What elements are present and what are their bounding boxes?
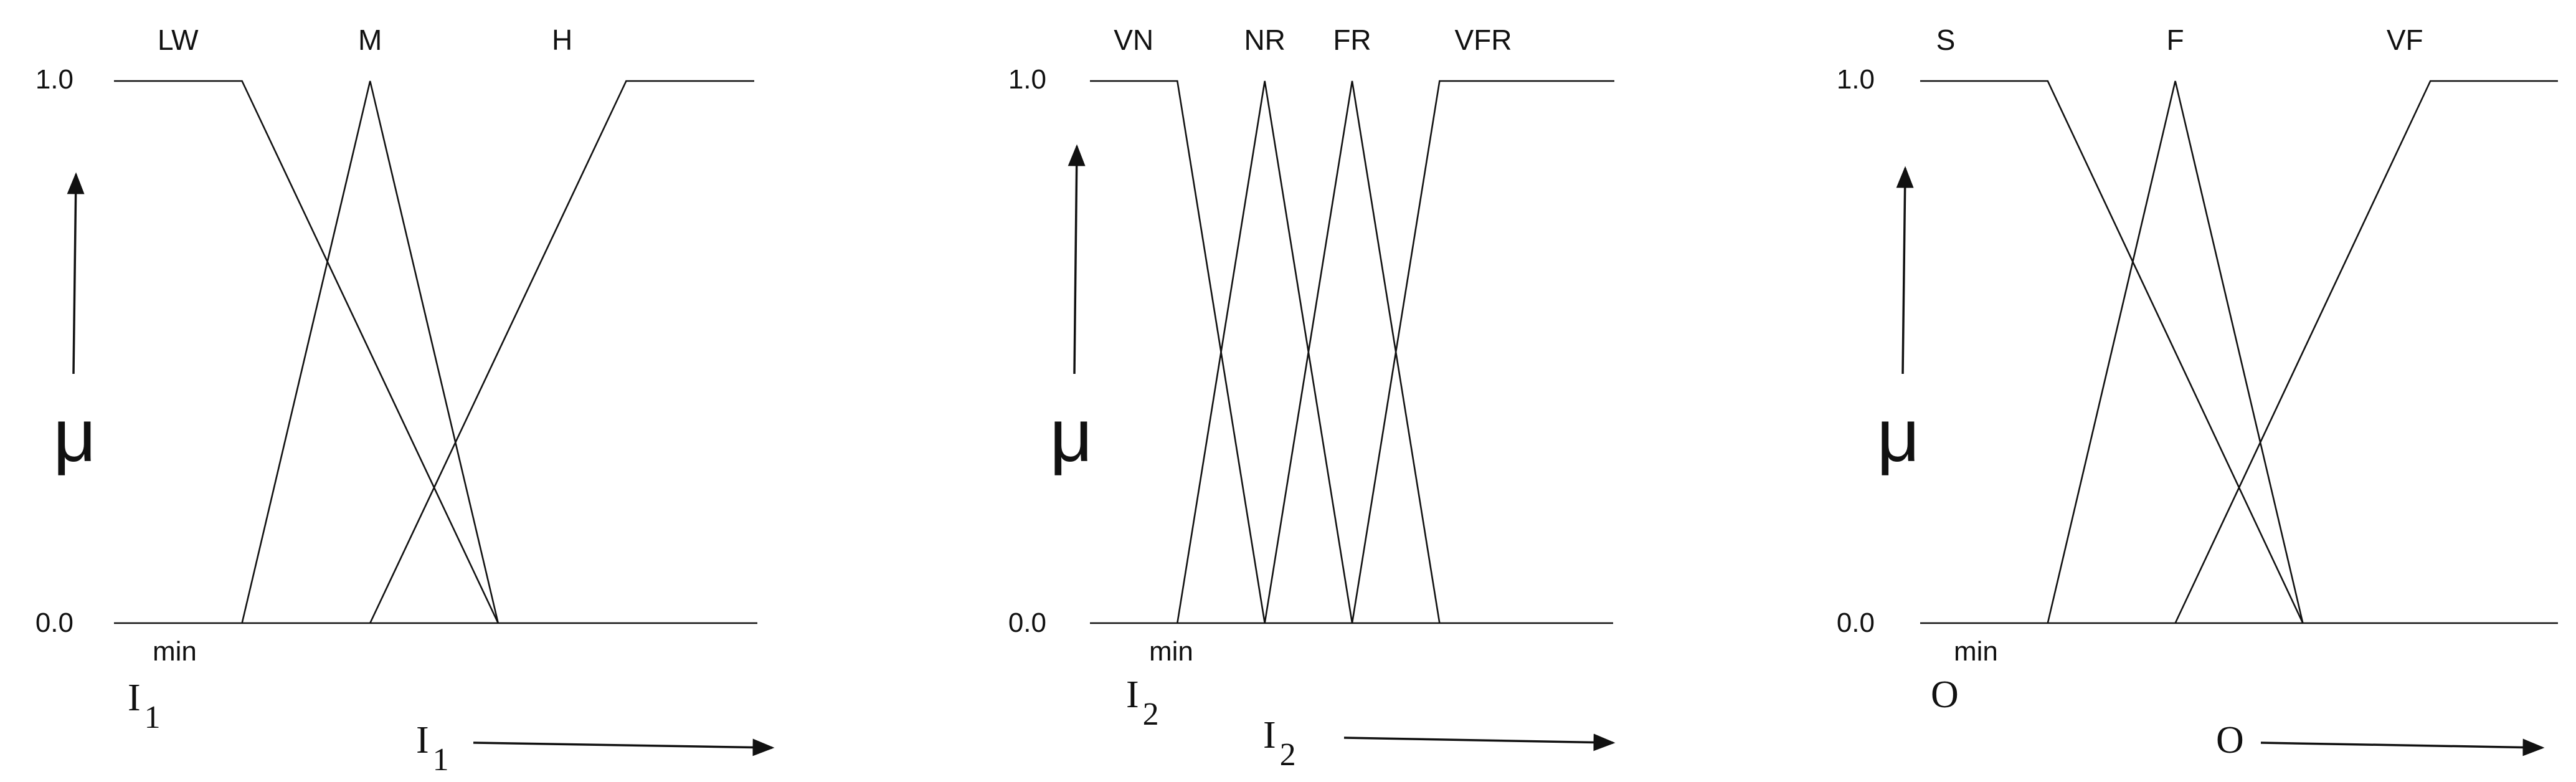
y-axis-up-arrow	[67, 172, 85, 374]
series-line-fr	[1264, 80, 1441, 624]
y-tick-label-top: 1.0	[1837, 64, 1875, 95]
y-tick-label-bottom: 0.0	[1008, 608, 1046, 638]
x-axis-right-arrow	[1343, 733, 1616, 751]
series-line-vf	[2174, 80, 2558, 624]
min-label: min	[1954, 636, 1998, 667]
variable-label: O	[1931, 674, 1959, 716]
axis-variable-label: O	[2216, 719, 2244, 761]
series-line-nr	[1177, 80, 1353, 624]
series-line-lw	[114, 80, 499, 624]
series-label-f: F	[2167, 24, 2184, 56]
series-label-h: H	[552, 24, 572, 56]
x-axis-right-arrow	[473, 738, 775, 756]
series-line-vn	[1090, 80, 1266, 624]
y-tick-label-bottom: 0.0	[1837, 608, 1875, 638]
series-label-m: M	[358, 24, 382, 56]
y-axis-up-arrow	[1896, 166, 1914, 374]
x-axis-right-arrow	[2260, 738, 2545, 756]
series-label-fr: FR	[1333, 24, 1371, 56]
series-label-lw: LW	[158, 24, 199, 56]
y-tick-label-top: 1.0	[1008, 64, 1046, 95]
min-label: min	[153, 636, 197, 667]
y-axis-up-arrow	[1068, 144, 1086, 374]
series-line-vfr	[1351, 80, 1614, 624]
y-axis-label-mu: μ	[53, 394, 96, 477]
series-line-s	[1920, 80, 2304, 624]
series-label-vf: VF	[2387, 24, 2423, 56]
series-label-s: S	[1936, 24, 1956, 56]
series-label-vfr: VFR	[1455, 24, 1512, 56]
series-label-vn: VN	[1114, 24, 1153, 56]
y-axis-label-mu: μ	[1877, 394, 1920, 477]
y-tick-label-bottom: 0.0	[36, 608, 73, 638]
series-line-h	[369, 80, 754, 624]
y-axis-label-mu: μ	[1049, 394, 1092, 477]
series-label-nr: NR	[1244, 24, 1285, 56]
min-label: min	[1149, 636, 1193, 667]
y-tick-label-top: 1.0	[36, 64, 73, 95]
